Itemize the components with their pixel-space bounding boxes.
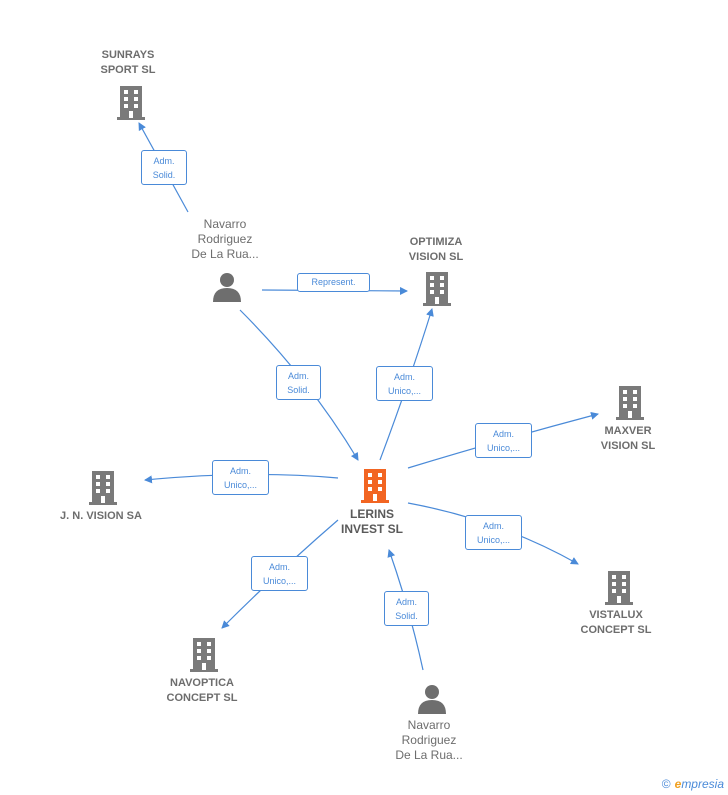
edge-label-vistalux[interactable]: Adm. Unico,... bbox=[465, 515, 522, 550]
person-icon[interactable] bbox=[213, 273, 241, 302]
person-icon[interactable] bbox=[418, 685, 446, 714]
node-label-center[interactable]: LERINS INVEST SL bbox=[340, 507, 403, 536]
brand-logo-initial: e bbox=[674, 777, 682, 791]
edge-label-navoptica[interactable]: Adm. Unico,... bbox=[251, 556, 308, 591]
building-icon[interactable] bbox=[190, 638, 218, 672]
node-label-vistalux[interactable]: VISTALUX CONCEPT SL bbox=[580, 609, 652, 636]
building-icon[interactable] bbox=[605, 571, 633, 605]
building-icon[interactable] bbox=[423, 272, 451, 306]
node-label-sunrays[interactable]: SUNRAYS SPORT SL bbox=[100, 49, 156, 76]
node-label-optimiza[interactable]: OPTIMIZA VISION SL bbox=[408, 236, 464, 263]
building-icon[interactable] bbox=[616, 386, 644, 420]
edge-label-person-top-center[interactable]: Adm. Solid. bbox=[276, 365, 321, 400]
edge-label-sunrays[interactable]: Adm. Solid. bbox=[141, 150, 187, 185]
brand-logo-text: mpresia bbox=[681, 777, 724, 791]
node-label-navoptica[interactable]: NAVOPTICA CONCEPT SL bbox=[166, 677, 238, 704]
edge-label-maxver[interactable]: Adm. Unico,... bbox=[475, 423, 532, 458]
building-icon[interactable] bbox=[117, 86, 145, 120]
node-label-person-top[interactable]: Navarro Rodriguez De La Rua... bbox=[191, 217, 259, 261]
node-label-jnvision[interactable]: J. N. VISION SA bbox=[60, 510, 142, 522]
edge-label-jnvision[interactable]: Adm. Unico,... bbox=[212, 460, 269, 495]
edge-label-represent[interactable]: Represent. bbox=[297, 273, 370, 292]
building-icon[interactable] bbox=[89, 471, 117, 505]
building-icon[interactable] bbox=[361, 469, 389, 503]
copyright-symbol: © bbox=[661, 777, 671, 791]
edge-label-optimiza[interactable]: Adm. Unico,... bbox=[376, 366, 433, 401]
node-label-maxver[interactable]: MAXVER VISION SL bbox=[600, 425, 656, 452]
footer-brand: ©empresia bbox=[662, 777, 724, 791]
node-label-person-bottom[interactable]: Navarro Rodriguez De La Rua... bbox=[395, 718, 463, 762]
edge-label-person-bottom-center[interactable]: Adm. Solid. bbox=[384, 591, 429, 626]
edges bbox=[138, 122, 599, 671]
